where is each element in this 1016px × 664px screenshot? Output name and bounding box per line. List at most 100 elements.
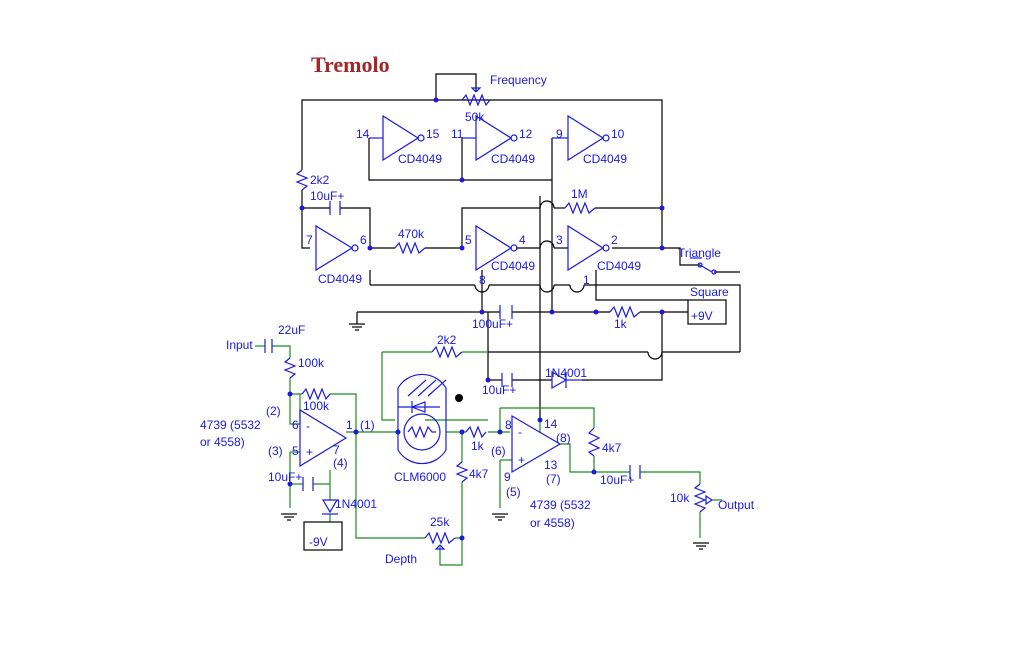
cap-100uf (499, 305, 513, 319)
pin-label: (4) (333, 456, 348, 470)
resistor-label: 100k (298, 356, 325, 370)
pin-label: 5 (292, 444, 299, 458)
ic-label: CD4049 (583, 152, 627, 166)
capacitors (264, 201, 641, 491)
label-input: Input (226, 338, 253, 352)
opamp-label: 4739 (5532 (200, 418, 261, 432)
inverter-mid-2 (475, 224, 518, 272)
pin-label: 3 (556, 233, 563, 247)
capacitor-label: 10uF+ (600, 473, 634, 487)
ic-label: CD4049 (491, 259, 535, 273)
pin-label: 8 (479, 273, 486, 287)
ic-label: CD4049 (491, 152, 535, 166)
svg-text:+: + (518, 453, 525, 467)
ic-label: CD4049 (597, 259, 641, 273)
pin-label: 15 (426, 127, 440, 141)
pin-label: 14 (544, 417, 558, 431)
pin-label: 10 (611, 127, 625, 141)
resistor-50k (461, 93, 491, 107)
inverter-top-2 (462, 114, 518, 162)
component-labels: Frequency 50k 14 15 11 12 9 10 CD4049 CD… (200, 73, 755, 566)
cap-10uf-low (302, 477, 314, 491)
resistor-1k-b (465, 425, 487, 439)
oscillator-wiring (301, 73, 741, 420)
ground-icon (492, 513, 508, 521)
capacitor-label: 10uF+ (268, 470, 302, 484)
diode-label: 1N4001 (335, 497, 377, 511)
capacitor-label: 10uF+ (482, 383, 516, 397)
resistor-label: 2k2 (310, 173, 330, 187)
label-clm6000: CLM6000 (394, 470, 446, 484)
inverter-mid-3 (567, 224, 610, 272)
junction-dots (287, 97, 665, 541)
resistor-2k2-mid (431, 345, 463, 359)
minus9v-box (303, 521, 343, 551)
label-triangle: Triangle (678, 246, 721, 260)
diodes (321, 370, 582, 515)
resistor-label: 25k (430, 515, 450, 529)
pin-label: 6 (360, 233, 367, 247)
opamp-label: or 4558) (530, 516, 575, 530)
ground-icon (349, 323, 365, 331)
pin-label: (7) (546, 472, 561, 486)
resistor-10k (693, 483, 707, 513)
label-plus9v: +9V (691, 309, 713, 323)
resistor-1k-a (609, 305, 641, 319)
pin-label: (3) (268, 444, 283, 458)
ic-label: CD4049 (318, 272, 362, 286)
inverter-top-1 (369, 114, 425, 162)
pin-label: 9 (556, 127, 563, 141)
optocoupler-clm6000 (397, 373, 463, 465)
resistors (283, 87, 713, 550)
resistor-4k7-b (587, 427, 601, 457)
opamp-label: or 4558) (200, 435, 245, 449)
svg-text:-: - (518, 425, 522, 439)
pin-label: 14 (356, 127, 370, 141)
resistor-label: 470k (398, 227, 425, 241)
resistor-label: 4k7 (602, 441, 622, 455)
diode-1n4001-b (321, 499, 339, 515)
pin-label: 5 (465, 233, 472, 247)
pin-label: (8) (556, 431, 571, 445)
opamp-2: - + (511, 414, 562, 474)
pin-label: 6 (292, 418, 299, 432)
cap-10uf-out (629, 465, 641, 479)
pin-label: 1 (346, 418, 353, 432)
ic-label: CD4049 (398, 152, 442, 166)
opamp-1: - + (299, 408, 348, 468)
label-output: Output (718, 498, 755, 512)
pin-label: 4 (519, 233, 526, 247)
pin-label: 8 (505, 418, 512, 432)
capacitor-label: 22uF (278, 323, 305, 337)
schematic-title: Tremolo (311, 52, 390, 77)
label-square: Square (690, 285, 729, 299)
pin-label: 7 (306, 233, 313, 247)
pin-label: (6) (491, 444, 506, 458)
pin-label: 7 (333, 443, 340, 457)
resistor-label: 100k (303, 399, 330, 413)
pin-label: 9 (504, 470, 511, 484)
resistor-100k-a (283, 357, 297, 379)
pin-label: (1) (360, 418, 375, 432)
pin-label: (5) (506, 485, 521, 499)
svg-text:+: + (306, 445, 313, 459)
waveform-switch (690, 257, 717, 275)
cap-22uf (264, 339, 273, 353)
label-minus9v: -9V (309, 535, 328, 549)
svg-text:-: - (306, 419, 310, 433)
inverter-mid-1 (315, 224, 359, 272)
pin-label: 11 (451, 127, 464, 141)
resistor-label: 1k (471, 439, 485, 453)
label-depth: Depth (385, 552, 417, 566)
diode-1n4001-a (551, 370, 582, 390)
resistor-label: 1M (571, 187, 588, 201)
audio-wiring (255, 345, 722, 566)
cap-10uf-mid (501, 373, 513, 387)
pin-label: 2 (611, 233, 618, 247)
resistor-label: 1k (614, 317, 628, 331)
resistor-4k7-a (455, 461, 469, 483)
resistor-100k-b (301, 387, 331, 401)
label-pot-50k: 50k (465, 110, 485, 124)
resistor-label: 4k7 (469, 467, 489, 481)
